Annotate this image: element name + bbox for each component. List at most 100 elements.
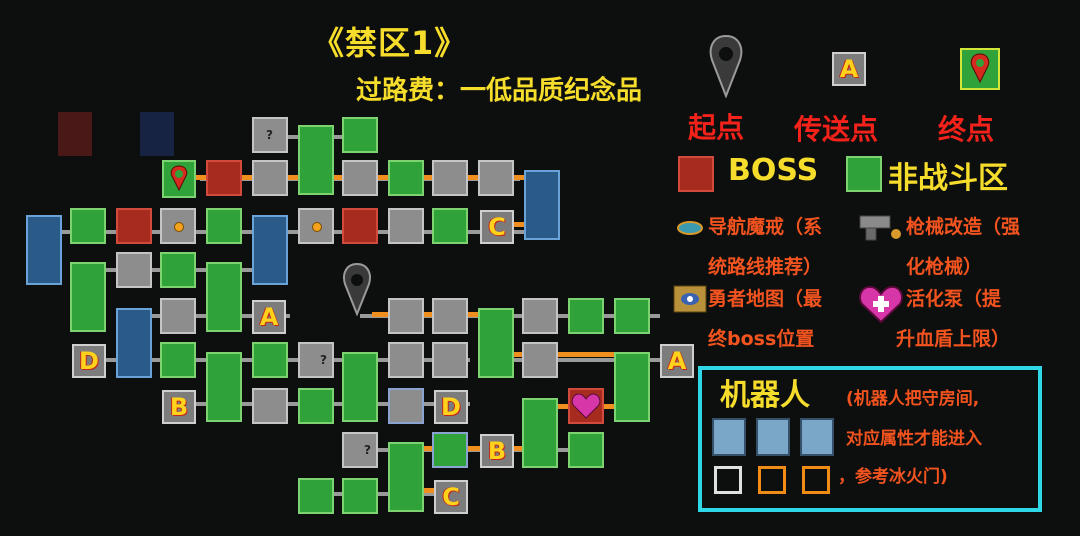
route-line: [500, 222, 532, 227]
robot-note-1: (机器人把守房间,: [846, 389, 980, 409]
robot-slot-color: [802, 466, 830, 494]
map-room[interactable]: [432, 298, 468, 334]
map-room-safe[interactable]: [206, 262, 242, 332]
teleport-c[interactable]: C: [480, 210, 514, 244]
map-room-safe[interactable]: [614, 298, 650, 334]
map-room[interactable]: [388, 208, 424, 244]
bg-decoration: [58, 112, 92, 156]
unknown-mark: ?: [320, 353, 327, 367]
start-label: 起点: [688, 111, 745, 144]
map-room[interactable]: [252, 160, 288, 196]
map-room[interactable]: [522, 342, 558, 378]
robot-guarded-room[interactable]: [524, 170, 560, 240]
robot-icon: [800, 418, 834, 456]
map-room[interactable]: [522, 298, 558, 334]
robot-guarded-room[interactable]: [26, 215, 62, 285]
map-room[interactable]: [252, 388, 288, 424]
start-point-marker[interactable]: [340, 262, 374, 317]
map-room[interactable]: [432, 342, 468, 378]
teleport-d[interactable]: D: [434, 390, 468, 424]
map-room[interactable]: [160, 208, 196, 244]
vital-pump-icon: [859, 285, 903, 324]
map-room-safe[interactable]: [206, 352, 242, 422]
start-point-icon: [706, 34, 746, 99]
teleport-icon: A: [832, 52, 866, 86]
gun-mod-desc-2: 化枪械）: [906, 256, 983, 278]
map-room[interactable]: ?: [298, 342, 334, 378]
robot-slot-color: [758, 466, 786, 494]
gun-mod-icon: [859, 215, 901, 241]
safe-zone-legend-swatch: [846, 156, 882, 192]
hero-map-icon: [673, 285, 707, 313]
robot-guarded-room[interactable]: [116, 308, 152, 378]
teleport-b[interactable]: B: [480, 434, 514, 468]
map-room-safe[interactable]: [70, 208, 106, 244]
compass-desc-2: 统路线推荐）: [708, 256, 823, 278]
map-room-safe[interactable]: [160, 342, 196, 378]
robot-guarded-room[interactable]: [252, 215, 288, 285]
end-point-marker[interactable]: [162, 160, 196, 198]
boss-room[interactable]: [206, 160, 242, 196]
robot-slot-color: [714, 466, 742, 494]
map-room-safe[interactable]: [522, 398, 558, 468]
teleport-c[interactable]: C: [434, 480, 468, 514]
map-room-safe[interactable]: [160, 252, 196, 288]
map-room-safe[interactable]: [478, 308, 514, 378]
boss-room[interactable]: [116, 208, 152, 244]
map-room-safe[interactable]: [298, 125, 334, 195]
map-room-safe[interactable]: [206, 208, 242, 244]
robot-title: 机器人: [720, 378, 810, 413]
map-room-safe[interactable]: [70, 262, 106, 332]
map-room-safe[interactable]: [342, 117, 378, 153]
robot-note-2: 对应属性才能进入: [846, 429, 982, 449]
vital-pump-desc-2: 升血盾上限）: [896, 328, 1011, 350]
map-room-safe[interactable]: [298, 388, 334, 424]
teleport-a[interactable]: A: [660, 344, 694, 378]
robot-icon: [712, 418, 746, 456]
map-room[interactable]: [342, 160, 378, 196]
map-room-safe[interactable]: [614, 352, 650, 422]
map-room[interactable]: [160, 298, 196, 334]
unknown-mark: ?: [266, 128, 273, 142]
map-room-safe[interactable]: [432, 432, 468, 468]
map-room-safe[interactable]: [342, 352, 378, 422]
map-room-safe[interactable]: [432, 208, 468, 244]
map-room-unknown[interactable]: ?: [252, 117, 288, 153]
map-room[interactable]: [478, 160, 514, 196]
heart-icon: [571, 393, 601, 419]
robot-legend-box: [698, 366, 1042, 512]
map-room[interactable]: [388, 342, 424, 378]
map-room[interactable]: [388, 298, 424, 334]
teleport-d[interactable]: D: [72, 344, 106, 378]
safe-zone-label: 非战斗区: [888, 161, 1008, 196]
gun-mod-desc-1: 枪械改造（强: [906, 216, 1021, 238]
map-room[interactable]: ?: [342, 432, 378, 468]
map-room-safe[interactable]: [342, 478, 378, 514]
map-room-safe[interactable]: [388, 160, 424, 196]
map-room-safe[interactable]: [568, 298, 604, 334]
map-room-safe[interactable]: [388, 442, 424, 512]
hero-map-desc-1: 勇者地图（最: [708, 288, 823, 310]
corridor: [500, 358, 670, 362]
boss-room[interactable]: [568, 388, 604, 424]
robot-note-3: ，参考冰火门): [838, 467, 948, 487]
map-room[interactable]: [116, 252, 152, 288]
map-room[interactable]: [388, 388, 424, 424]
map-room[interactable]: [298, 208, 334, 244]
hero-map-desc-2: 终boss位置: [708, 328, 815, 350]
boss-room[interactable]: [342, 208, 378, 244]
bg-decoration: [140, 112, 174, 156]
map-room-safe[interactable]: [252, 342, 288, 378]
toll-text: 过路费：一低品质纪念品: [356, 76, 643, 106]
map-room-safe[interactable]: [568, 432, 604, 468]
corridor: [310, 492, 460, 496]
map-room-safe[interactable]: [298, 478, 334, 514]
unknown-mark: ?: [364, 443, 371, 457]
map-room[interactable]: [432, 160, 468, 196]
end-point-icon: [960, 48, 1000, 90]
teleport-a[interactable]: A: [252, 300, 286, 334]
robot-icon: [756, 418, 790, 456]
teleport-b[interactable]: B: [162, 390, 196, 424]
teleport-label: 传送点: [794, 113, 879, 146]
map-title: 《禁区1》: [312, 24, 468, 62]
